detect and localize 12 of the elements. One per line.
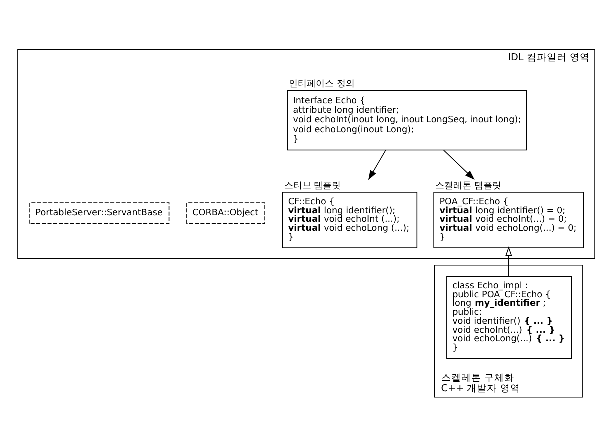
arrow <box>368 150 386 180</box>
node-box: CF::Echo { virtual long identifier(); virtual void echoInt (...); virtual void echoLong (...); } <box>282 192 418 248</box>
node-box: CORBA::Object <box>186 202 266 224</box>
node-box: Interface Echo { attribute long identifier; void echoInt(inout long, inout LongSeq, inout long); void echoLong(inout Long); } <box>287 90 528 151</box>
node-box: PortableServer::ServantBase <box>30 202 170 224</box>
node-label: 스터브 템플릿 <box>284 181 342 192</box>
node-label: 스켈레톤 템플릿 <box>436 181 502 192</box>
node-box: class Echo_impl : public POA_CF::Echo { long my_identifier ; public: void identifier() { ... } void echoInt(...) { ... } void echoLong(...) { ... } } <box>446 276 572 360</box>
node-box: POA_CF::Echo { virtual long identifier() = 0; virtual void echoInt(...) = 0; virtual void echoLong(...) = 0; } <box>434 192 584 248</box>
node-label: 인터페이스 정의 <box>289 80 356 90</box>
arrow <box>506 246 512 277</box>
arrow <box>443 150 475 180</box>
